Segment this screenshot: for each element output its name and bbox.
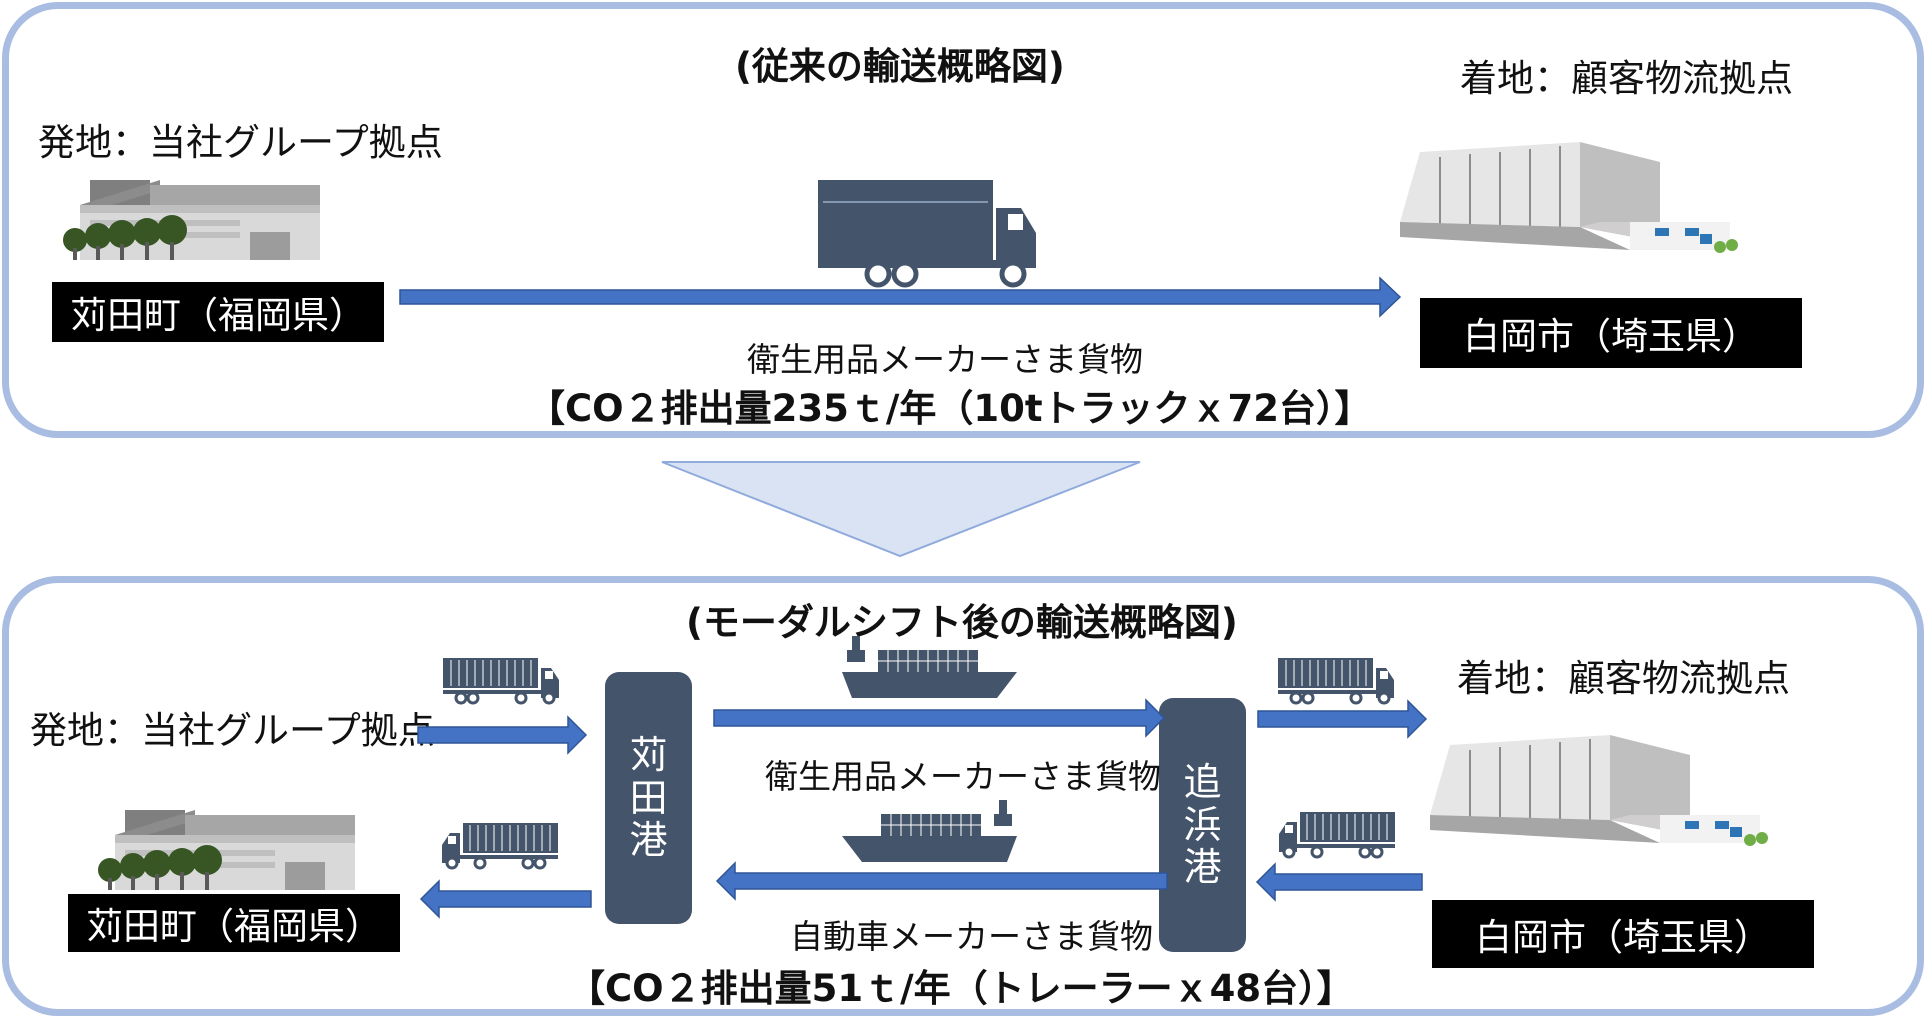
conventional-title: (従来の輸送概略図) <box>735 45 1065 88</box>
port-char: 苅 <box>629 733 668 778</box>
destination-label-bottom: 白岡市（埼玉県） <box>1432 900 1814 968</box>
origin-label: 苅田町（福岡県） <box>52 282 384 342</box>
origin-caption-bottom: 発地：当社グループ拠点 <box>30 709 435 752</box>
route-arrow <box>1255 862 1423 902</box>
warehouse-icon <box>1399 141 1739 254</box>
destination-caption: 着地：顧客物流拠点 <box>1460 57 1793 100</box>
trailer-truck-icon <box>440 821 560 870</box>
co2-summary-bottom: 【CO２排出量51ｔ/年（トレーラーｘ48台）】 <box>568 967 1354 1010</box>
destination-label: 白岡市（埼玉県） <box>1420 298 1802 368</box>
cargo-ship-icon <box>841 799 1018 863</box>
route-arrow <box>399 276 1402 318</box>
port-char: 港 <box>629 818 668 863</box>
trailer-truck-icon <box>441 656 561 705</box>
origin-label-bottom: 苅田町（福岡県） <box>68 894 400 952</box>
route-arrow <box>1257 699 1428 739</box>
route-arrow <box>417 715 588 755</box>
cargo-outbound-label: 衛生用品メーカーさま貨物 <box>765 757 1161 796</box>
origin-caption: 発地：当社グループ拠点 <box>38 121 443 164</box>
port-char: 田 <box>629 775 668 820</box>
trailer-truck-icon <box>1277 810 1397 859</box>
cargo-label: 衛生用品メーカーさま貨物 <box>747 340 1143 379</box>
trailer-truck-icon <box>1276 656 1396 705</box>
cargo-ship-icon <box>841 635 1018 699</box>
kanda-port: 苅 田 港 <box>605 672 692 924</box>
co2-summary: 【CO２排出量235ｔ/年（10tトラックｘ72台）】 <box>528 387 1372 430</box>
warehouse-icon <box>1429 734 1769 847</box>
port-char: 浜 <box>1183 802 1222 847</box>
route-arrow <box>713 698 1166 738</box>
cargo-inbound-label: 自動車メーカーさま貨物 <box>790 917 1153 956</box>
modal-shift-title: (モーダルシフト後の輸送概略図) <box>686 601 1238 644</box>
factory-icon <box>98 810 355 890</box>
route-arrow <box>715 861 1168 901</box>
oihama-port: 追 浜 港 <box>1159 698 1246 952</box>
destination-caption-bottom: 着地：顧客物流拠点 <box>1457 657 1790 700</box>
factory-icon <box>63 180 320 260</box>
route-arrow <box>419 879 592 919</box>
down-chevron-icon <box>661 461 1141 558</box>
port-char: 港 <box>1183 845 1222 890</box>
port-char: 追 <box>1183 760 1222 805</box>
